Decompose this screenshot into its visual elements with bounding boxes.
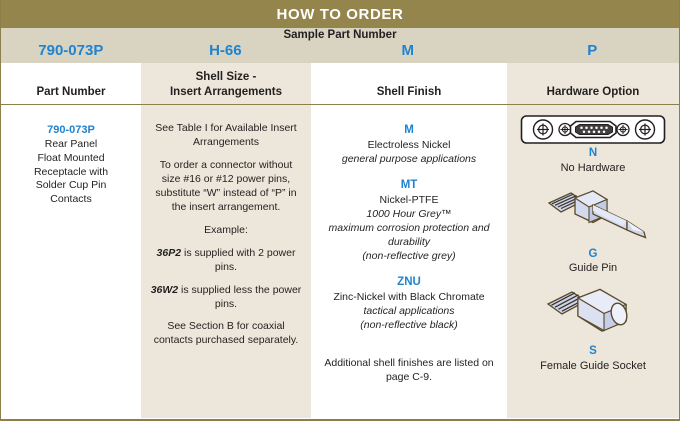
female-guide-socket-icon [515, 284, 671, 344]
table-title-band: HOW TO ORDER [1, 0, 679, 28]
guide-pin-icon [515, 185, 671, 247]
shell-size-example-heading: Example: [204, 223, 248, 236]
shell-finish-sub-mt-2: (non-reflective grey) [362, 250, 456, 263]
cell-shell-finish: M Electroless Nickel general purpose app… [311, 105, 507, 418]
column-header-shell-size: Shell Size - Insert Arrangements [141, 63, 311, 104]
hardware-code-n: N [588, 147, 598, 159]
cell-part-number: 790-073P Rear Panel Float Mounted Recept… [1, 105, 141, 418]
sample-part-number-label: Sample Part Number [283, 29, 397, 41]
shell-finish-option-znu: ZNU Zinc-Nickel with Black Chromate tact… [319, 274, 499, 333]
column-header-hardware-option-text: Hardware Option [546, 85, 640, 98]
cell-hardware-option: N No Hardware [507, 105, 679, 418]
hardware-option-g: G Guide Pin [515, 185, 671, 276]
dsub-connector-icon [515, 114, 671, 146]
sample-value-part-number: 790-073P [38, 42, 104, 59]
shell-finish-sub-m-0: general purpose applications [341, 153, 477, 166]
table-body-row: 790-073P Rear Panel Float Mounted Recept… [1, 105, 679, 418]
shell-finish-code-m: M [404, 124, 414, 136]
hardware-label-s: Female Guide Socket [540, 359, 646, 372]
shell-finish-option-m: M Electroless Nickel general purpose app… [319, 122, 499, 167]
shell-finish-sub-mt-1: maximum corrosion protection and durabil… [328, 222, 490, 249]
shell-size-paragraph-2: To order a connector without size #16 or… [155, 158, 297, 213]
sample-part-number-values: 790-073P H-66 M P [1, 42, 679, 59]
shell-finish-name-m: Electroless Nickel [367, 139, 451, 152]
sample-value-shell-size: H-66 [209, 42, 242, 59]
shell-size-paragraph-1: See Table I for Available Insert Arrange… [155, 122, 297, 148]
shell-size-paragraph-4: See Section B for coaxial contacts purch… [153, 320, 299, 347]
column-header-part-number-text: Part Number [36, 85, 106, 98]
shell-finish-sub-znu-0: tactical applications [363, 305, 455, 318]
shell-size-header-line1: Shell Size - [195, 71, 257, 84]
column-header-hardware-option: Hardware Option [507, 63, 679, 104]
shell-finish-option-mt: MT Nickel-PTFE 1000 Hour Grey™ maximum c… [319, 177, 499, 264]
shell-size-example-1-code: 36P2 [156, 246, 182, 259]
shell-size-example-2: 36W2 is supplied less the power pins. [149, 284, 303, 312]
hardware-label-n: No Hardware [560, 161, 626, 174]
cell-shell-size: See Table I for Available Insert Arrange… [141, 105, 311, 418]
hardware-option-s: S Female Guide Socket [515, 284, 671, 373]
shell-size-example-2-text: is supplied less the power pins. [178, 283, 302, 310]
shell-finish-name-mt: Nickel-PTFE [379, 194, 439, 207]
shell-finish-sub-mt-0: 1000 Hour Grey™ [366, 208, 452, 221]
part-number-description: Rear Panel Float Mounted Receptacle with… [33, 137, 109, 206]
hardware-code-g: G [588, 247, 598, 260]
shell-size-example-2-code: 36W2 [150, 283, 179, 296]
column-header-row: Part Number Shell Size - Insert Arrangem… [1, 63, 679, 105]
hardware-label-g: Guide Pin [568, 262, 618, 275]
shell-finish-name-znu: Zinc-Nickel with Black Chromate [333, 291, 485, 304]
shell-finish-footnote: Additional shell finishes are listed on … [324, 357, 494, 384]
hardware-option-n: N No Hardware [515, 114, 671, 175]
shell-size-header-line2: Insert Arrangements [169, 85, 283, 98]
column-header-part-number: Part Number [1, 63, 141, 104]
shell-finish-code-znu: ZNU [397, 276, 421, 289]
hardware-code-s: S [589, 345, 597, 358]
column-header-shell-size-text: Shell Size - Insert Arrangements [170, 70, 282, 99]
sample-value-shell-finish: M [401, 42, 415, 59]
shell-finish-sub-znu-1: (non-reflective black) [360, 319, 458, 332]
column-header-shell-finish-text: Shell Finish [376, 85, 442, 98]
shell-finish-code-mt: MT [400, 179, 418, 192]
part-number-code: 790-073P [47, 124, 95, 136]
sample-value-hardware-option: P [587, 42, 598, 59]
column-header-shell-finish: Shell Finish [311, 63, 507, 104]
shell-size-example-1-text: is supplied with 2 power pins. [181, 246, 296, 273]
shell-size-example-1: 36P2 is supplied with 2 power pins. [149, 247, 303, 275]
sample-part-number-band: Sample Part Number 790-073P H-66 M P [1, 28, 679, 63]
page-title: HOW TO ORDER [276, 5, 404, 23]
